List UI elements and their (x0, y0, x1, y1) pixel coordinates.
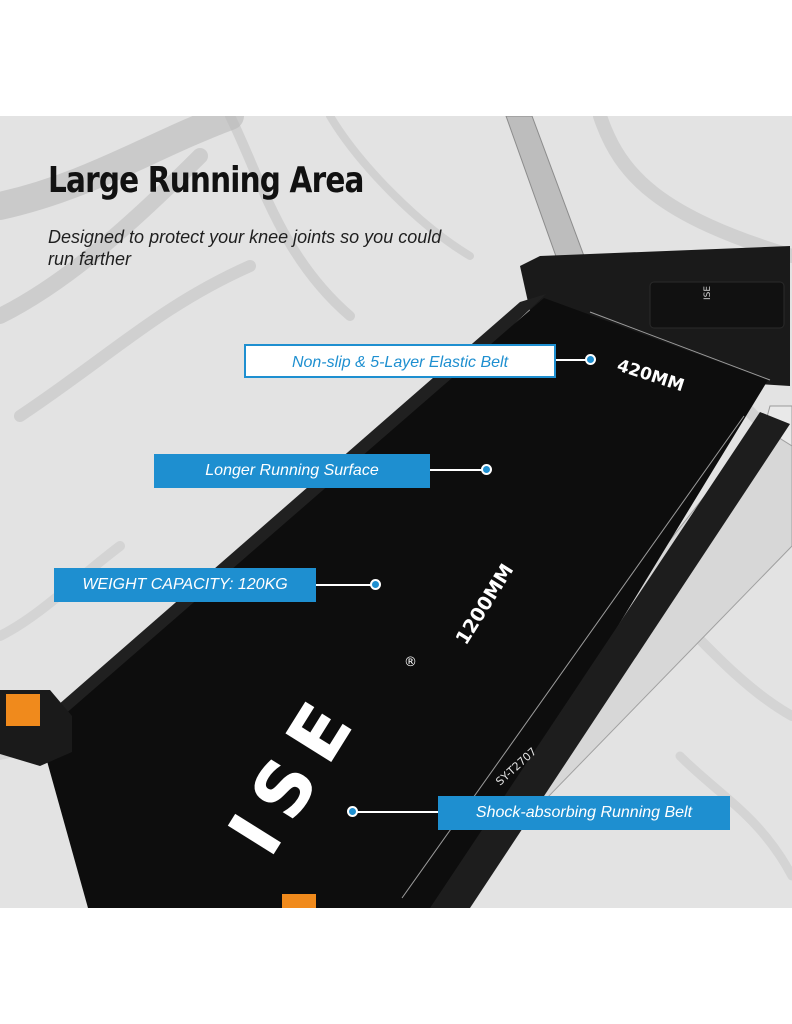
console-display (649, 281, 785, 329)
right-rail (430, 412, 790, 908)
dot-marker-icon (585, 354, 596, 365)
page-subtitle: Designed to protect your knee joints so … (48, 227, 442, 269)
dot-marker-icon (370, 579, 381, 590)
callout-leader (356, 811, 440, 813)
right-reflector (282, 894, 316, 908)
callout-weight-capacity: WEIGHT CAPACITY: 120KG (54, 568, 316, 602)
console-logo: ISE (703, 286, 713, 300)
callout-belt-layers: Non-slip & 5-Layer Elastic Belt (244, 344, 556, 378)
running-belt (40, 298, 768, 908)
handle-bar (505, 116, 585, 263)
width-ruler (589, 311, 771, 381)
treadmill-photo: ISE 420MM 1200MM ISE ® (0, 116, 792, 908)
callout-leader (430, 469, 486, 471)
registered-trademark-icon: ® (404, 655, 417, 670)
left-reflector (6, 694, 40, 726)
treadmill-illustration: ISE 420MM 1200MM ISE ® (0, 116, 792, 908)
callout-leader (556, 359, 590, 361)
dot-marker-icon (481, 464, 492, 475)
page-title: Large Running Area (48, 160, 364, 201)
callout-shock-absorbing: Shock-absorbing Running Belt (438, 796, 730, 830)
callout-running-surface: Longer Running Surface (154, 454, 430, 488)
callout-leader (316, 584, 374, 586)
